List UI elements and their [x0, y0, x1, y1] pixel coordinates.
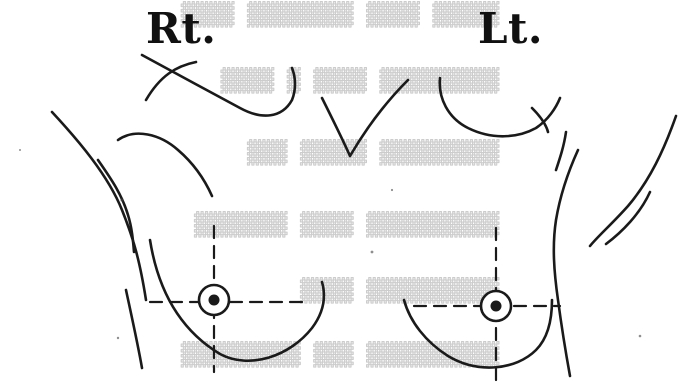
- left-axilla-fold: [554, 150, 578, 376]
- right-breast-outline: [52, 55, 324, 368]
- scan-speckles: [19, 149, 641, 339]
- right-lateral-line: [126, 290, 142, 368]
- svg-text:▒▒▒▒▒ ▒▒▒▒ ▒▒▒▒▒▒▒▒ ▒▒▒▒: ▒▒▒▒▒ ▒▒▒▒ ▒▒▒▒▒▒▒▒ ▒▒▒▒: [180, 1, 499, 28]
- left-side-label: Lt.: [478, 8, 543, 50]
- left-nipple-dot: [491, 301, 502, 312]
- svg-text:▒▒▒▒▒▒▒▒▒▒ ▒▒▒ ▒▒▒▒▒▒▒▒▒: ▒▒▒▒▒▒▒▒▒▒ ▒▒▒ ▒▒▒▒▒▒▒▒▒: [180, 341, 499, 368]
- left-axilla-short: [556, 132, 566, 170]
- right-arm-outer-contour: [52, 112, 146, 300]
- right-side-label: Rt.: [146, 8, 216, 50]
- svg-text:▒▒▒▒▒▒▒▒▒ ▒▒▒▒ ▒ ▒▒▒▒: ▒▒▒▒▒▒▒▒▒ ▒▒▒▒ ▒ ▒▒▒▒: [220, 67, 499, 94]
- bleed-through-texture: ▒▒▒▒▒ ▒▒▒▒ ▒▒▒▒▒▒▒▒ ▒▒▒▒ ▒▒▒▒▒▒▒▒▒ ▒▒▒▒ …: [180, 1, 499, 368]
- svg-text:▒▒▒▒▒▒▒▒▒ ▒▒▒▒▒ ▒▒▒: ▒▒▒▒▒▒▒▒▒ ▒▒▒▒▒ ▒▒▒: [247, 139, 499, 166]
- right-nipple-dot: [209, 295, 220, 306]
- left-arm-inner-contour: [606, 192, 650, 244]
- right-axilla-fold: [118, 134, 212, 196]
- right-nipple-marker: [199, 285, 229, 315]
- left-nipple-marker: [481, 291, 511, 321]
- left-arm-outer-contour: [590, 116, 676, 246]
- svg-text:▒▒▒▒▒▒▒▒▒▒ ▒▒▒▒: ▒▒▒▒▒▒▒▒▒▒ ▒▒▒▒: [300, 277, 499, 304]
- svg-text:▒▒▒▒▒▒▒▒▒▒ ▒▒▒▒ ▒▒▒▒▒▒▒: ▒▒▒▒▒▒▒▒▒▒ ▒▒▒▒ ▒▒▒▒▒▒▒: [194, 211, 499, 238]
